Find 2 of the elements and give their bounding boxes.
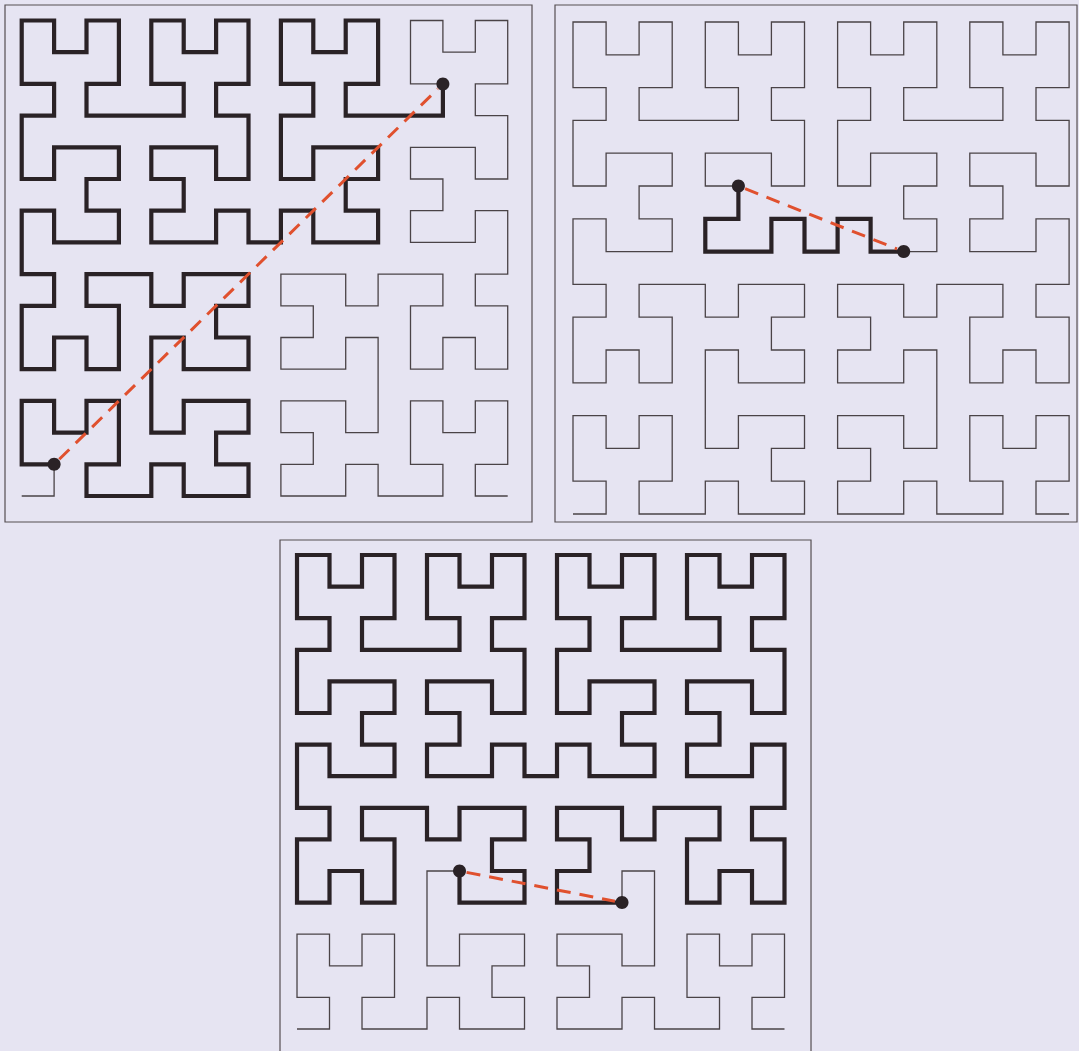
dashed-line bbox=[466, 870, 616, 903]
dashed-line bbox=[744, 187, 898, 251]
